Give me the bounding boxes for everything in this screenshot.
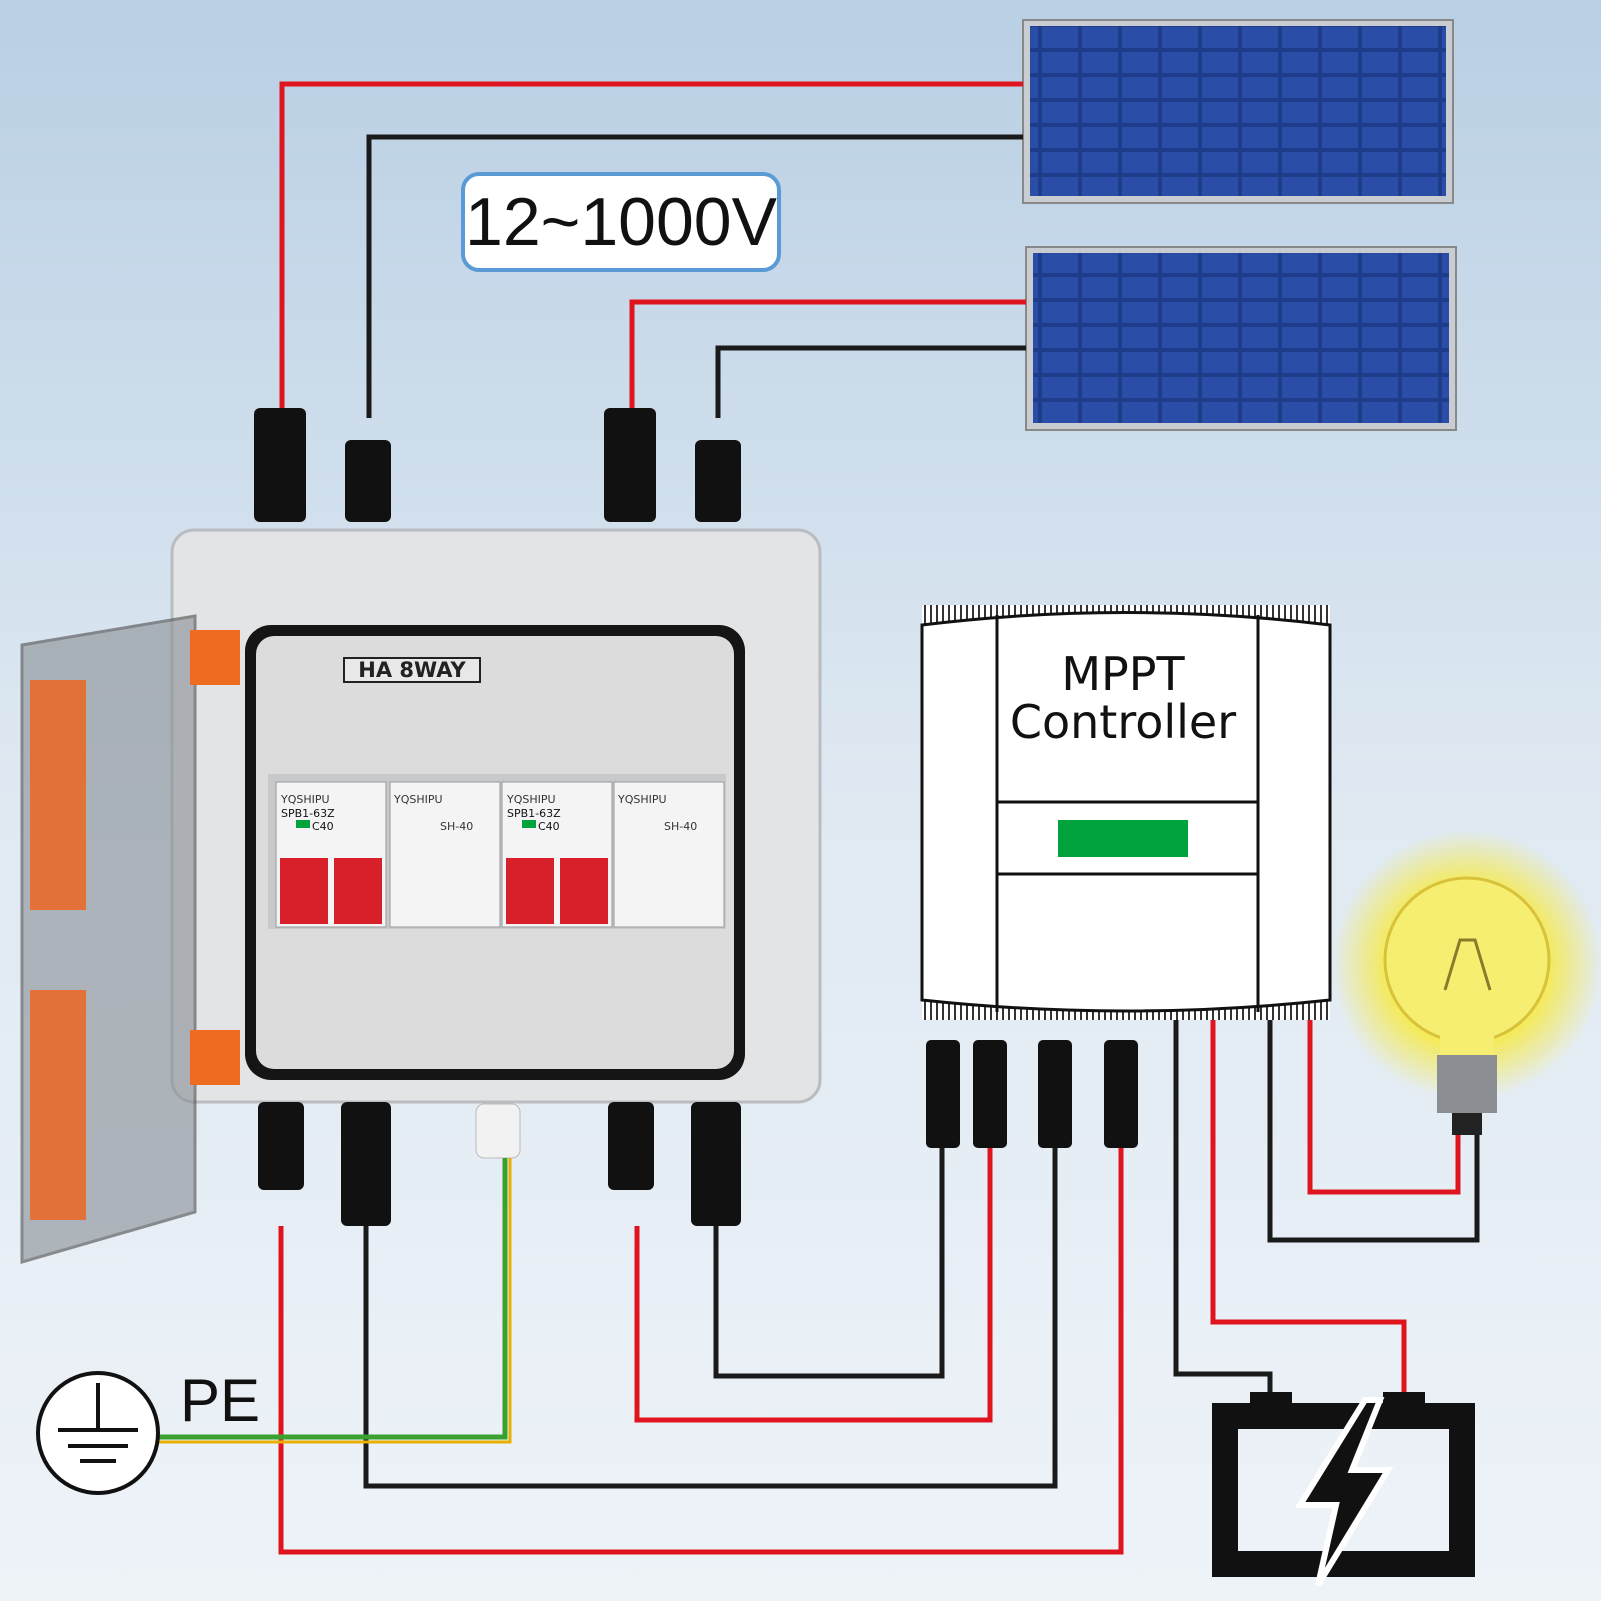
battery-positive-wire bbox=[1210, 1020, 1407, 1395]
controller-title-line1: MPPT bbox=[1061, 647, 1185, 701]
box-out2-positive bbox=[634, 1148, 993, 1423]
load-positive-wire bbox=[1307, 1020, 1461, 1195]
solar-panel-1 bbox=[1022, 19, 1454, 204]
input-wires bbox=[279, 81, 1026, 418]
ground-gland bbox=[475, 1103, 521, 1159]
surge-protector-2 bbox=[613, 781, 725, 928]
panel1-positive-wire bbox=[279, 81, 1023, 410]
voltage-range-badge: 12~1000V bbox=[461, 172, 781, 272]
battery-negative-wire bbox=[1173, 1020, 1273, 1395]
box-out2-negative bbox=[713, 1148, 945, 1379]
controller-connectors bbox=[926, 1040, 1138, 1148]
controller-title-line2: Controller bbox=[1009, 695, 1237, 749]
panel2-negative-wire bbox=[715, 345, 1026, 418]
mppt-controller bbox=[920, 605, 1332, 1020]
surge-protector-1 bbox=[389, 781, 501, 928]
load-negative-wire bbox=[1267, 1020, 1480, 1243]
solar-panel-2 bbox=[1025, 246, 1457, 431]
ground-wire-green bbox=[158, 1158, 508, 1440]
breaker-row bbox=[275, 781, 725, 928]
ground-label: PE bbox=[180, 1367, 261, 1434]
panel2-positive-wire bbox=[629, 299, 1026, 410]
ground-symbol-icon bbox=[36, 1371, 160, 1495]
box-out1-positive bbox=[278, 1148, 1124, 1555]
battery-icon bbox=[1212, 1392, 1475, 1587]
status-led-bar bbox=[1058, 820, 1188, 857]
output-wires bbox=[158, 1020, 1480, 1555]
box-model-label: HA 8WAY bbox=[343, 657, 481, 683]
controller-title: MPPT Controller bbox=[998, 650, 1248, 746]
panel1-negative-wire bbox=[366, 134, 1023, 418]
top-connectors bbox=[254, 408, 741, 522]
box-out1-negative bbox=[363, 1148, 1058, 1489]
light-bulb-icon bbox=[1332, 830, 1601, 1135]
ground-wire-yellow bbox=[158, 1158, 512, 1444]
bottom-connectors bbox=[258, 1102, 741, 1226]
box-door bbox=[20, 614, 240, 1264]
